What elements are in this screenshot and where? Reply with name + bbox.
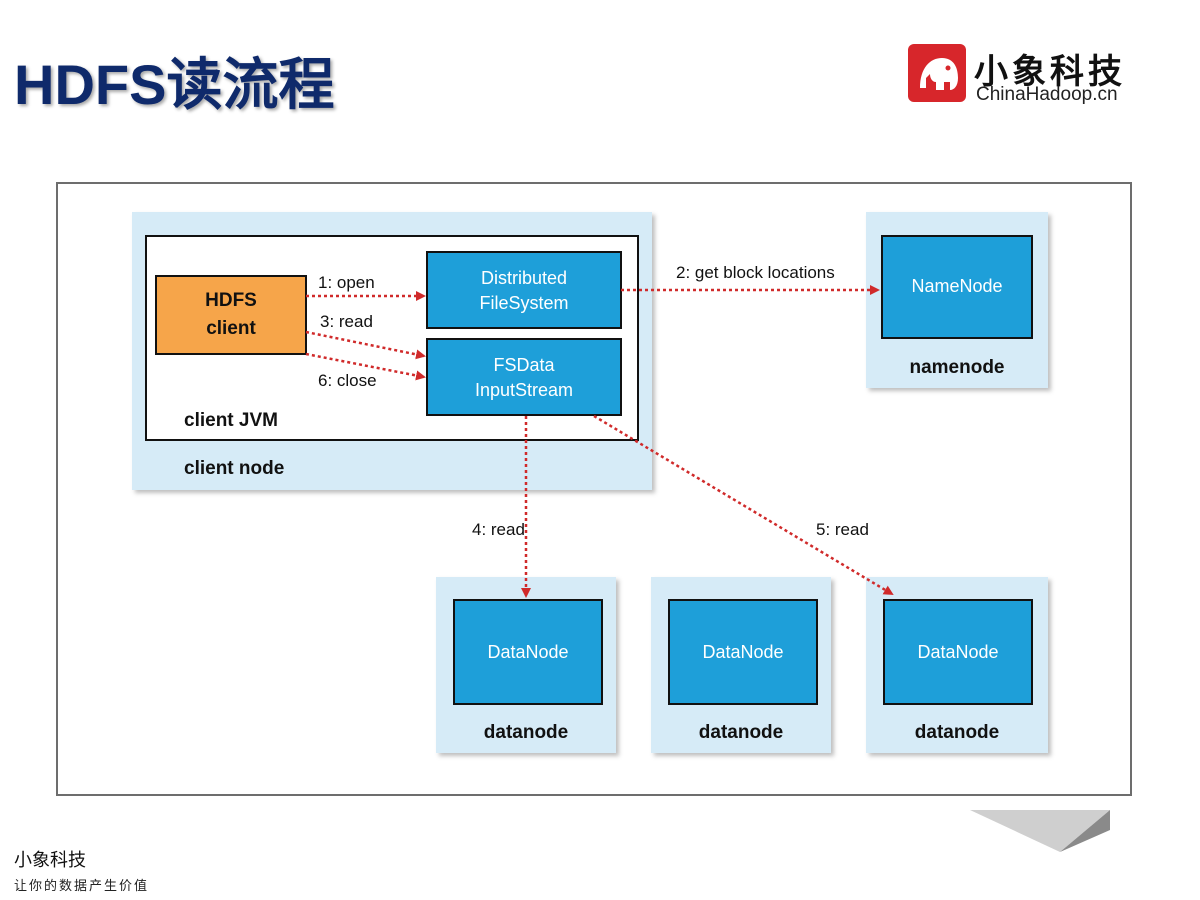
page-title: HDFS读流程 (14, 53, 335, 116)
hdfs-client-line-2: client (206, 318, 256, 339)
datanode-2: DataNode datanode (651, 577, 831, 753)
datanode-1-box (453, 599, 603, 705)
namenode-box (881, 235, 1033, 339)
namenode-caption: namenode (909, 357, 1004, 378)
logo-name-cn: 小象科技 (974, 52, 1126, 92)
datanode-3-inner-label: DataNode (917, 642, 998, 662)
namenode-node: NameNode namenode (866, 212, 1048, 388)
edge-read-4: 4: read (472, 416, 531, 598)
datanode-2-box (668, 599, 818, 705)
distributed-filesystem-line-2: FileSystem (479, 293, 568, 313)
distributed-filesystem-line-1: Distributed (481, 268, 567, 288)
brand-logo: 小象科技 ChinaHadoop.cn (908, 44, 1148, 108)
client-node: client JVM client node HDFS client Distr… (132, 212, 652, 490)
client-node-label: client node (184, 458, 284, 479)
edge-read-3: 3: read (305, 312, 426, 360)
footer-brand: 小象科技 (14, 850, 86, 871)
edge-read-3-label: 3: read (320, 312, 373, 331)
client-jvm-label: client JVM (184, 410, 278, 431)
edge-read-5: 5: read (593, 414, 894, 596)
edge-close: 6: close (305, 352, 426, 390)
datanode-2-inner-label: DataNode (702, 642, 783, 662)
datanode-1: DataNode datanode (436, 577, 616, 753)
hdfs-client-box (155, 275, 307, 355)
edge-read-5-label: 5: read (816, 520, 869, 539)
fsdata-inputstream-box (426, 338, 622, 416)
namenode-inner-label: NameNode (911, 276, 1002, 296)
edge-close-label: 6: close (318, 371, 377, 390)
datanode-1-caption: datanode (484, 722, 568, 743)
edge-read-4-label: 4: read (472, 520, 525, 539)
footer-slogan: 让你的数据产生价值 (14, 879, 150, 894)
datanode-3: DataNode datanode (866, 577, 1048, 753)
edge-get-block-locations-label: 2: get block locations (676, 263, 835, 282)
datanode-3-box (883, 599, 1033, 705)
logo-name-en: ChinaHadoop.cn (976, 84, 1118, 105)
distributed-filesystem-box (426, 251, 622, 329)
datanode-1-inner-label: DataNode (487, 642, 568, 662)
edge-get-block-locations: 2: get block locations (621, 263, 880, 295)
hdfs-client-line-1: HDFS (205, 290, 257, 311)
edge-open-label: 1: open (318, 273, 375, 292)
corner-decoration (970, 810, 1110, 852)
datanode-3-caption: datanode (915, 722, 999, 743)
elephant-icon (908, 44, 966, 102)
datanode-2-caption: datanode (699, 722, 783, 743)
edge-open: 1: open (306, 273, 426, 301)
fsdata-inputstream-line-1: FSData (493, 355, 555, 375)
fsdata-inputstream-line-2: InputStream (475, 380, 573, 400)
